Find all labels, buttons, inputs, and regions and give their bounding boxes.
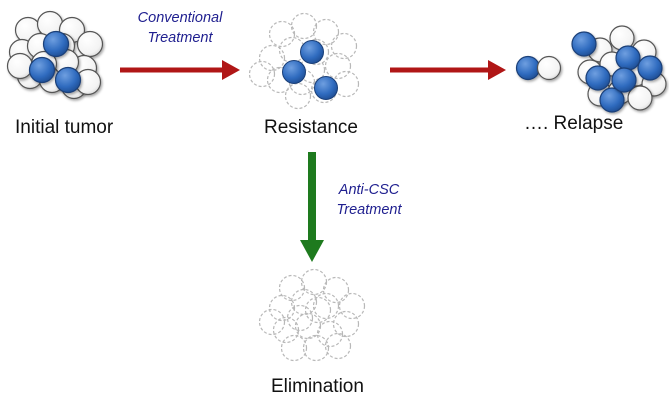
eliminated-cluster [258,268,366,362]
cancer-stem-cell [571,31,597,57]
dead-cell [312,18,340,46]
dead-cell [290,288,318,316]
conventional-treatment-label: Conventional Treatment [128,8,232,48]
cancer-stem-cell [314,76,338,100]
surviving-csc-pair [515,55,562,81]
tumor-cell [6,52,34,80]
cancer-stem-cell [637,55,663,81]
cancer-stem-cell [42,30,70,58]
dead-cell [258,44,286,72]
dead-cell [300,268,328,296]
dead-cell [330,32,358,60]
tumor-cell [627,85,653,111]
cancer-stem-cell [54,66,82,94]
dead-cell [272,316,300,344]
cancer-stem-cell [515,55,541,81]
dead-cell [332,310,360,338]
resistance-cluster [248,12,360,110]
dead-cell [280,334,308,362]
relapse-tumor-cluster [571,25,667,113]
tumor-cell [76,30,104,58]
resistance-label: Resistance [264,117,358,138]
cancer-stem-cell [615,45,641,71]
cancer-stem-cell [300,40,324,64]
relapse-arrow [390,60,506,80]
cancer-stem-cell [599,87,625,113]
dead-cell [268,294,296,322]
dead-cell [312,292,340,320]
cancer-stem-cell [585,65,611,91]
anti-csc-treatment-line1: Anti-CSC [338,182,400,198]
tumor-cell [536,55,562,81]
conventional-treatment-line1: Conventional [137,10,223,26]
relapse-label: …. Relapse [524,113,624,134]
initial-tumor-cluster [6,10,104,100]
dead-cell [290,12,318,40]
dead-cell [278,274,306,302]
cancer-stem-cell [282,60,306,84]
dead-cell [302,38,330,66]
conventional-treatment-line2: Treatment [147,30,213,46]
dead-cell [332,70,360,98]
dead-cell [324,332,352,360]
cancer-stem-cell [611,67,637,93]
dead-cell [338,292,366,320]
anti-csc-treatment-line2: Treatment [336,202,402,218]
dead-cell [324,52,352,80]
conventional-treatment-arrow [120,60,240,80]
anti-csc-treatment-label: Anti-CSC Treatment [326,180,412,220]
dead-cell [322,276,350,304]
dead-cell [284,82,312,110]
dead-cell [258,308,286,336]
elimination-label: Elimination [271,376,364,397]
anti-csc-treatment-arrow [300,152,324,262]
cancer-stem-cell [28,56,56,84]
dead-cell [248,60,276,88]
initial-tumor-label: Initial tumor [15,117,114,138]
dead-cell [298,56,326,84]
dead-cell [304,296,332,324]
dead-cell [302,334,330,362]
dead-cell [286,304,314,332]
